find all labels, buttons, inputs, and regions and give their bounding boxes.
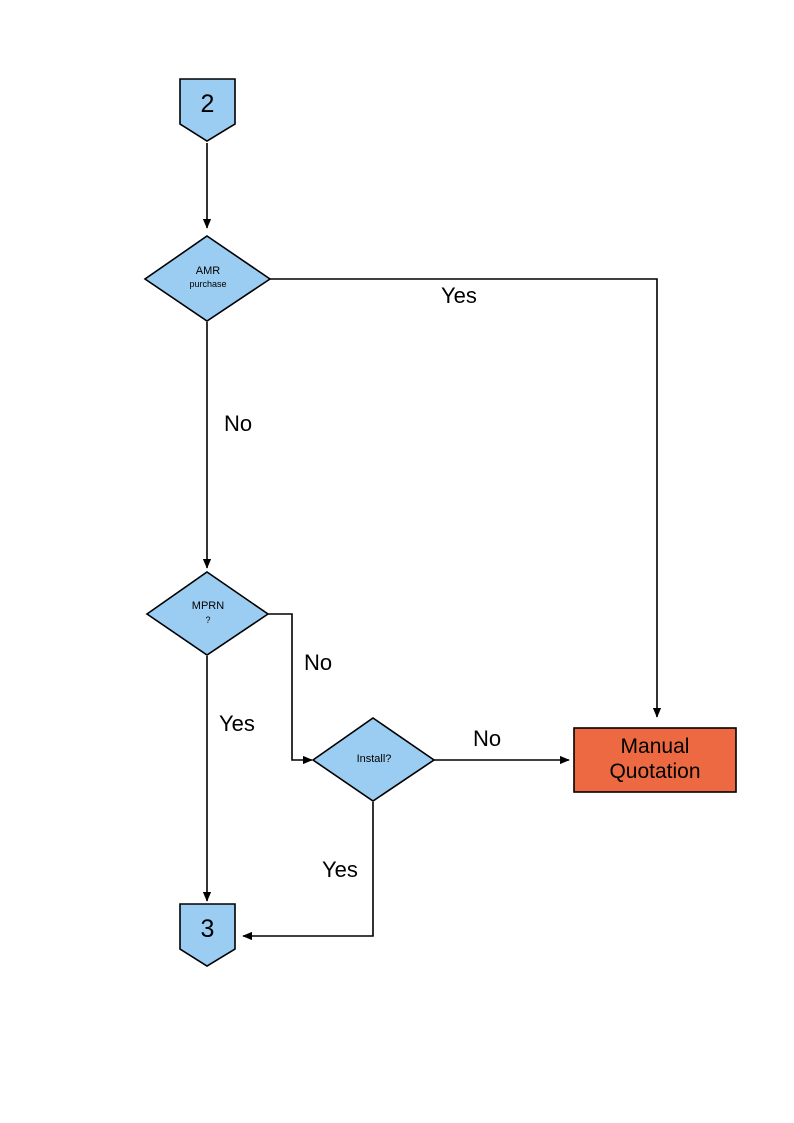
edge-install-yes-to-end3 <box>242 802 374 941</box>
edge-label-mprn-yes: Yes <box>219 711 255 736</box>
edge-label-amr-no: No <box>224 411 253 436</box>
node-process-manual-quotation[interactable] <box>573 727 737 793</box>
node-decision-amr-purchase[interactable] <box>143 235 272 322</box>
edge-amr-yes-to-manual-quotation <box>270 278 662 718</box>
node-decision-mprn[interactable] <box>145 571 270 656</box>
edge-label-mprn-no: No <box>304 650 333 675</box>
edge-label-amr-yes: Yes <box>441 283 477 308</box>
edge-label-install-yes: Yes <box>322 857 358 882</box>
node-end-connector-3[interactable] <box>179 903 236 967</box>
node-start-connector-2[interactable] <box>179 78 236 142</box>
edge-label-install-no: No <box>473 726 502 751</box>
node-decision-install[interactable] <box>311 717 436 802</box>
edge-mprn-no-to-install <box>268 613 313 765</box>
